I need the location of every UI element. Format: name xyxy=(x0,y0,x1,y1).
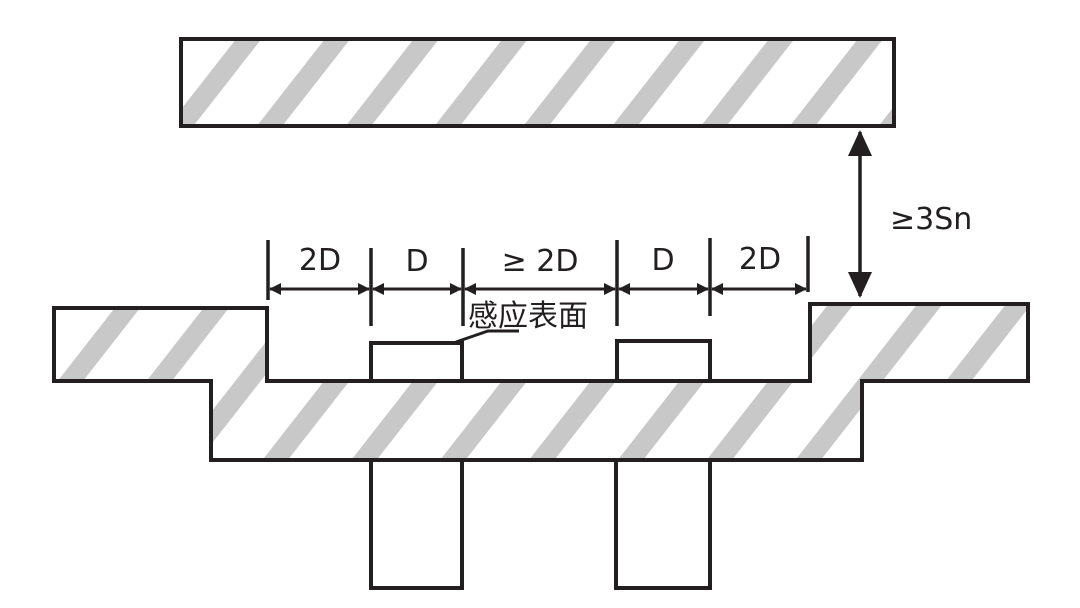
right-sensor-body xyxy=(614,458,712,590)
mounting-body xyxy=(52,302,1030,462)
label-left-margin: 2D xyxy=(299,243,341,278)
left-sensor-head xyxy=(369,341,464,383)
label-sensor-left-width: D xyxy=(405,244,428,279)
label-vertical-clearance: ≥3Sn xyxy=(890,202,972,237)
label-sensor-right-width: D xyxy=(651,243,674,278)
top-metal-plate xyxy=(179,37,896,128)
label-right-margin: 2D xyxy=(739,242,781,277)
label-sensing-surface: 感应表面 xyxy=(468,299,588,334)
label-sensor-gap: ≥ 2D xyxy=(502,244,579,279)
sensing-surface-leader xyxy=(455,329,519,344)
right-sensor-head xyxy=(615,339,712,383)
dimension-extension-lines xyxy=(266,236,810,326)
left-sensor-body xyxy=(369,458,464,590)
